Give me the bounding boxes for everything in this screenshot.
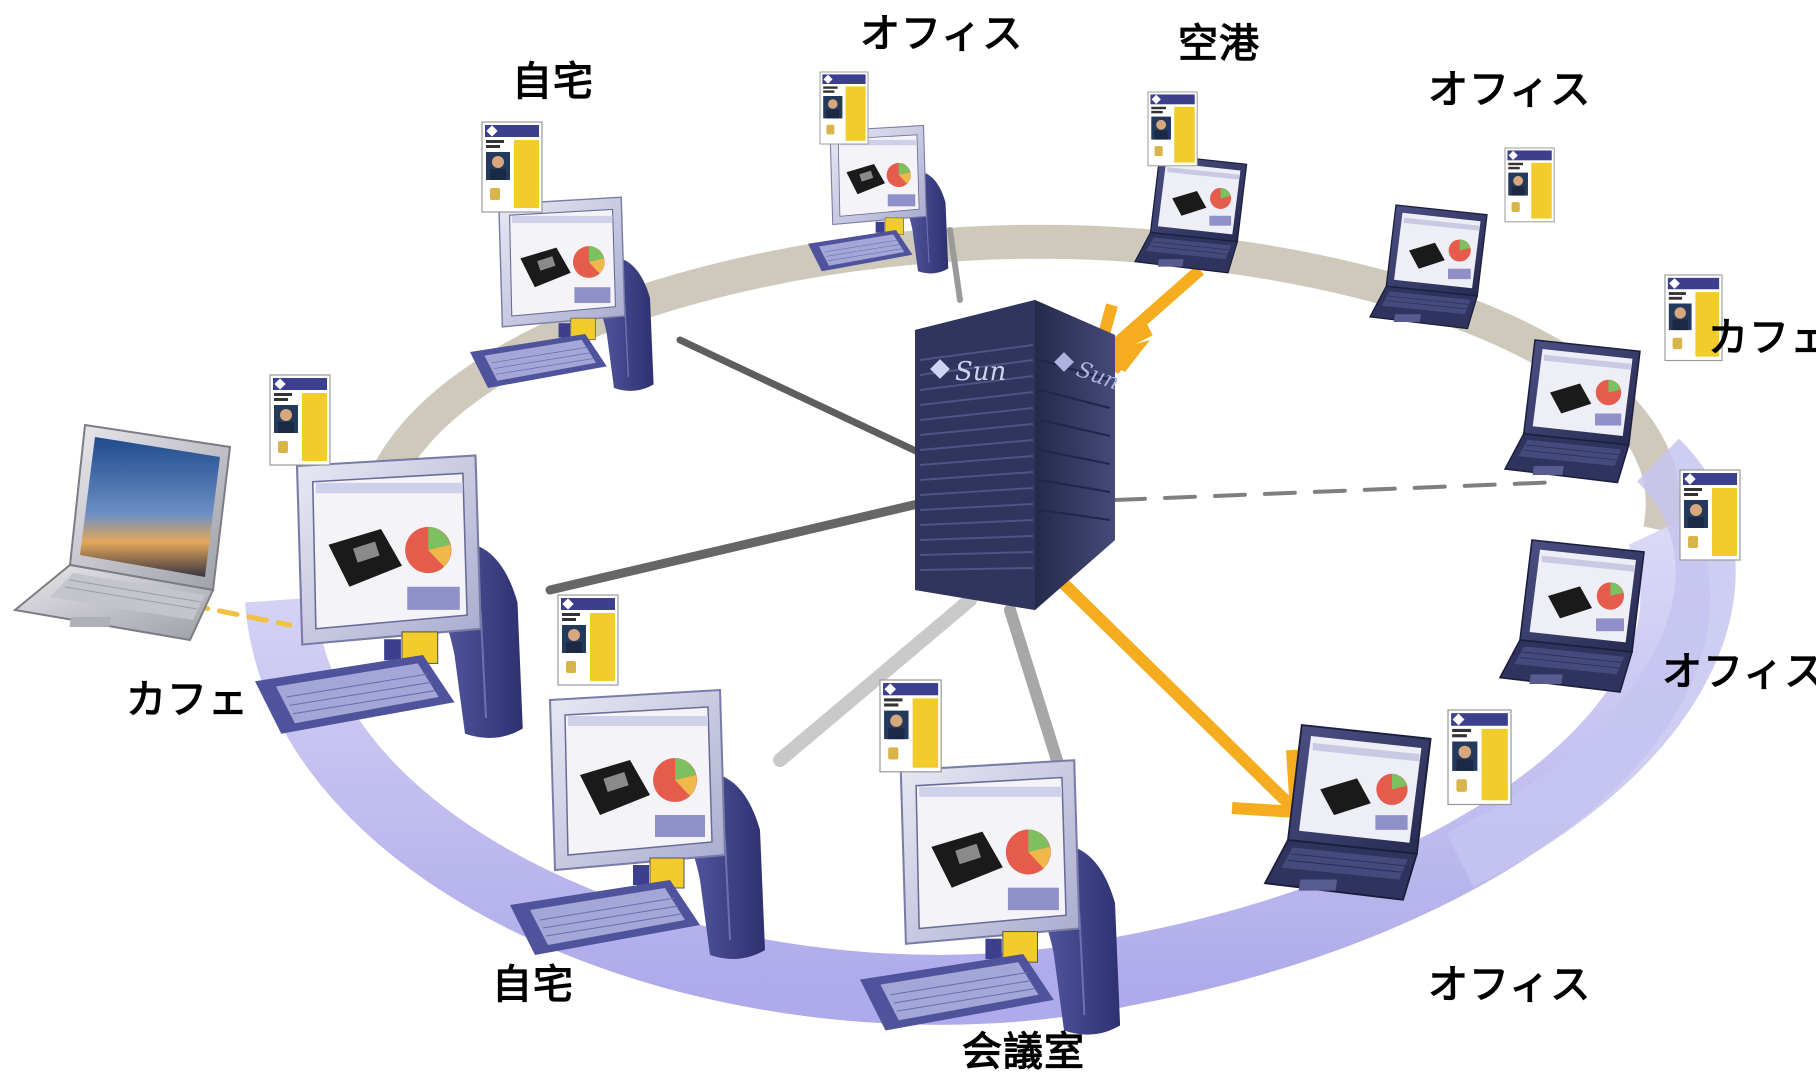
label-cafe-right: カフェ xyxy=(1708,315,1816,361)
id-card-home-top xyxy=(481,121,543,213)
desktop-home-bottom xyxy=(509,689,766,960)
laptop-cafe-left xyxy=(12,423,232,642)
label-airport: 空港 xyxy=(1178,21,1260,67)
desktop-home-top xyxy=(469,196,655,392)
laptop-office-top-right xyxy=(1369,204,1488,330)
desktop-office-top xyxy=(807,124,949,275)
laptop-office-right xyxy=(1499,539,1645,693)
id-card-office-bottom-right xyxy=(1447,709,1512,806)
label-office-top: オフィス xyxy=(860,11,1024,57)
id-card-office-top xyxy=(819,71,869,145)
id-card-home-bottom xyxy=(557,594,619,686)
id-card-airport xyxy=(1147,91,1198,167)
label-office-top-right: オフィス xyxy=(1428,67,1592,113)
server-logo-front: Sun xyxy=(955,357,1006,387)
id-card-left xyxy=(269,374,331,466)
connection-lines xyxy=(187,227,1562,776)
label-office-bottom-right: オフィス xyxy=(1428,962,1592,1008)
id-card-office-right xyxy=(1679,469,1741,561)
id-card-meeting-room xyxy=(879,679,942,773)
label-cafe-left: カフェ xyxy=(126,677,249,723)
laptop-cafe-right xyxy=(1504,339,1641,484)
label-home-bottom: 自宅 xyxy=(492,962,574,1008)
label-office-right: オフィス xyxy=(1662,649,1816,695)
laptop-airport xyxy=(1134,154,1248,274)
central-server: Sun Sun xyxy=(915,300,1122,610)
id-card-office-top-right xyxy=(1504,147,1555,223)
desktop-left xyxy=(253,454,524,740)
desktop-meeting-room xyxy=(858,759,1122,1036)
label-meeting-room: 会議室 xyxy=(962,1029,1085,1075)
label-home-top: 自宅 xyxy=(512,59,594,105)
